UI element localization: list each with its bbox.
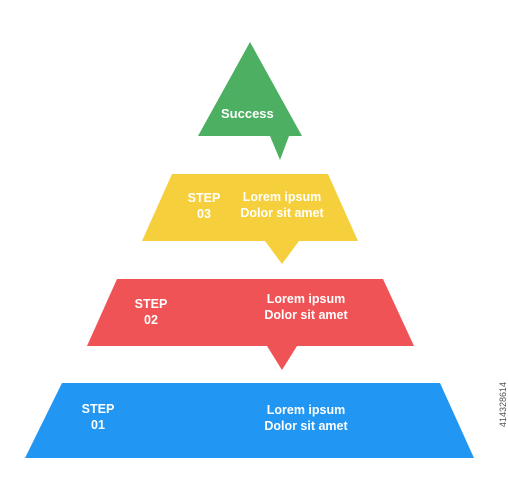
step3-step-word: STEP (187, 191, 221, 205)
step1-step-number: 01 (91, 417, 105, 432)
step2-step-label: STEP 02 (130, 297, 172, 328)
step1-step-label: STEP 01 (77, 402, 119, 433)
step3-step-label: STEP 03 (184, 191, 224, 222)
step3-step-number: 03 (197, 206, 211, 221)
step3-description: Lorem ipsum Dolor sit amet (229, 190, 335, 221)
step2-step-number: 02 (144, 312, 158, 327)
step1-step-word: STEP (81, 402, 115, 416)
step1-description-line1: Lorem ipsum (266, 403, 346, 417)
step2-step-word: STEP (134, 297, 168, 311)
step3-level-shape (142, 174, 358, 264)
stock-id-text: 414328614 (498, 382, 508, 428)
step3-description-line2: Dolor sit amet (240, 205, 324, 220)
step2-level-shape (87, 279, 414, 370)
step1-description: Lorem ipsum Dolor sit amet (253, 403, 359, 434)
step1-level-shape (25, 383, 474, 458)
step2-description-line2: Dolor sit amet (264, 307, 348, 322)
step2-description-line1: Lorem ipsum (266, 292, 346, 306)
step2-description: Lorem ipsum Dolor sit amet (253, 292, 359, 323)
success-level-shape (198, 42, 302, 160)
step3-description-line1: Lorem ipsum (242, 190, 322, 204)
success-label: Success (221, 106, 274, 121)
step1-description-line2: Dolor sit amet (264, 418, 348, 433)
